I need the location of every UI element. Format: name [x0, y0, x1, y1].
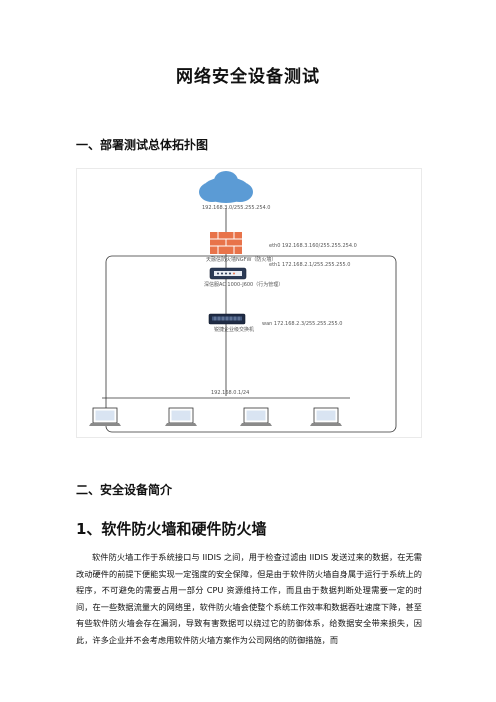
wan-label: wan 172.168.2.3/255.255.255.0 — [262, 321, 342, 327]
lan-subnet-label: 192.168.0.1/24 — [211, 390, 249, 396]
eth1-label: eth1 172.168.2.1/255.255.255.0 — [269, 262, 350, 268]
section-heading-topology: 一、部署测试总体拓扑图 — [76, 138, 209, 152]
laptop-icon — [240, 407, 272, 426]
subsection-heading-firewall: 1、软件防火墙和硬件防火墙 — [76, 520, 267, 538]
switch-label: 锐捷企业级交换机 — [214, 326, 254, 333]
page-title: 网络安全设备测试 — [176, 67, 320, 87]
section-heading-devices: 二、安全设备简介 — [76, 483, 173, 497]
paragraph-text: 软件防火墙工作于系统接口与 IIDIS 之间，用于检查过滤由 IIDIS 发送过… — [76, 552, 422, 645]
router-icon — [209, 267, 247, 280]
firewall-label: 天融信防火墙NGFW（防火墙） — [206, 256, 276, 263]
router-label: 深信服AC 1000-J600（行为管理） — [204, 281, 283, 288]
topology-diagram: 192.168.3.0/255.255.254.0 天融信防火墙NGFW（防火墙… — [76, 168, 422, 438]
internal-network-boundary — [105, 255, 397, 433]
laptop-icon — [310, 407, 342, 426]
body-paragraph: 软件防火墙工作于系统接口与 IIDIS 之间，用于检查过滤由 IIDIS 发送过… — [76, 549, 422, 649]
cloud-icon — [199, 171, 253, 203]
eth0-label: eth0 192.168.3.160/255.255.254.0 — [269, 243, 357, 249]
laptop-icon — [165, 407, 197, 426]
switch-icon — [208, 313, 246, 325]
diagram-frame — [76, 168, 422, 438]
cloud-network-label: 192.168.3.0/255.255.254.0 — [202, 205, 270, 211]
laptop-icon — [89, 407, 121, 426]
firewall-icon — [210, 232, 242, 254]
